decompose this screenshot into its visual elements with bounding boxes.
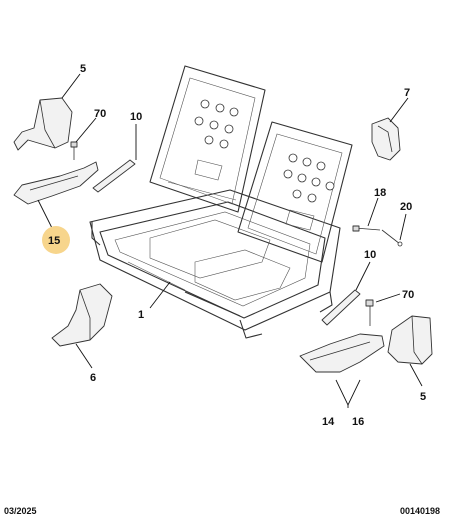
part-7-cover (371, 117, 401, 161)
frame-hole (200, 99, 210, 109)
callout-16: 16 (352, 416, 364, 428)
callout-6: 6 (90, 372, 96, 384)
leader-5b (409, 363, 423, 387)
callout-20: 20 (400, 201, 412, 213)
footer-date: 03/2025 (4, 506, 37, 516)
part-5-top-cover (13, 97, 73, 151)
frame-hole (307, 193, 317, 203)
callout-5: 5 (80, 63, 86, 75)
callout-70b: 70 (402, 289, 414, 301)
part-10-rod-lower (321, 289, 361, 326)
frame-hole (297, 173, 307, 183)
frame-hole (219, 139, 229, 149)
part-6-cover (51, 283, 113, 347)
leader-6 (75, 343, 93, 369)
callout-7: 7 (404, 87, 410, 99)
frame-hole (292, 189, 302, 199)
frame-hole (209, 120, 219, 130)
frame-hole (283, 169, 293, 179)
callout-18: 18 (374, 187, 386, 199)
leader-10b (355, 261, 371, 291)
frame-hole (302, 157, 312, 167)
frame-hole (311, 177, 321, 187)
left-seatback-frame (149, 65, 266, 213)
callout-10: 10 (130, 111, 142, 123)
leader-1 (149, 281, 171, 309)
callout-15-highlight (42, 226, 70, 254)
callout-70: 70 (94, 108, 106, 120)
frame-hole (325, 181, 335, 191)
callout-15: 15 (48, 235, 60, 247)
leader-70b (375, 293, 401, 303)
leader-7 (389, 97, 409, 123)
callout-1: 1 (138, 309, 144, 321)
callout-5b: 5 (420, 391, 426, 403)
part-70-bolt-upper (70, 141, 78, 160)
frame-hole (194, 116, 204, 126)
frame-hole (316, 161, 326, 171)
callout-14: 14 (322, 416, 335, 428)
leader-20 (399, 213, 407, 241)
part-15-hinge-bracket (13, 161, 99, 205)
part-20-rod (381, 229, 403, 247)
footer-ref: 00140198 (400, 506, 440, 516)
leader-14-16 (335, 379, 361, 407)
part-70-bolt-lower (365, 299, 374, 326)
leader-15 (37, 199, 53, 229)
part-14-16-lower-bracket (299, 333, 385, 373)
right-seatback-frame (237, 121, 353, 263)
part-5-lower-cover (387, 315, 433, 365)
frame-hole (288, 153, 298, 163)
part-10-rod-upper (92, 159, 136, 193)
part-18-spring (352, 225, 381, 232)
leader-5 (61, 73, 81, 99)
frame-hole (215, 103, 225, 113)
leader-18 (367, 197, 379, 227)
frame-hole (224, 124, 234, 134)
leader-70 (75, 117, 97, 143)
frame-hole (229, 107, 239, 117)
seat-base-frame (89, 189, 341, 339)
callout-10b: 10 (364, 249, 376, 261)
frame-hole (204, 135, 214, 145)
